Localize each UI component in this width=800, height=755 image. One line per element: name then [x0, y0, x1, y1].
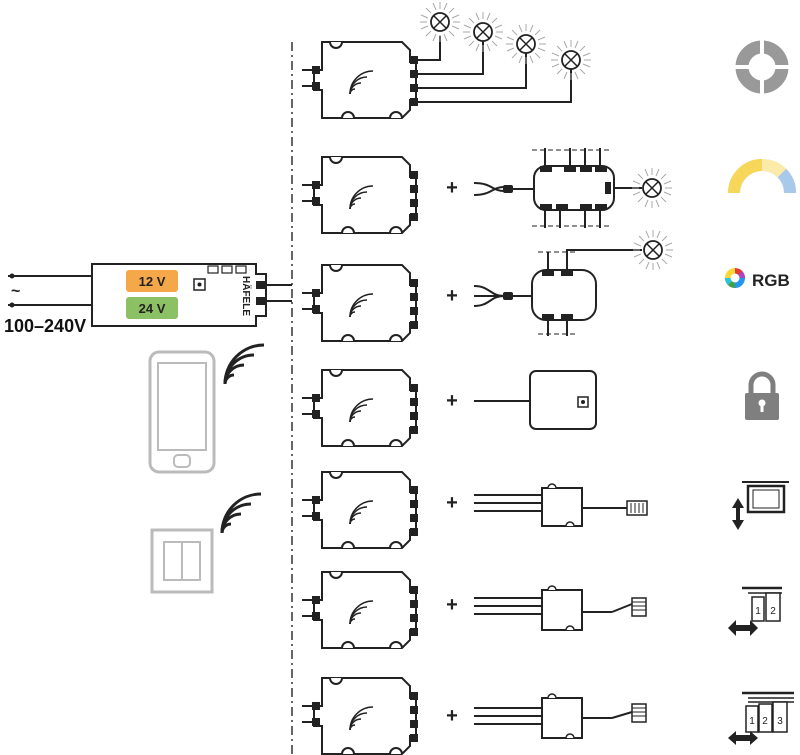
three-sliding-doors-icon: 1 2 3: [728, 691, 794, 745]
lamp-icon: [631, 167, 673, 209]
tv-lift-adapter: [474, 483, 648, 527]
lock-module-box: [529, 370, 597, 430]
power-supply: ~ 12 V 24 V HÄFELE 100–240V: [4, 263, 292, 336]
voltage-label-12v: 12 V: [139, 274, 166, 289]
rgb-distributor-box: [531, 249, 642, 336]
two-sliding-doors-icon: 1 2: [728, 586, 782, 636]
receiver-module: [301, 156, 419, 234]
white-light-icon: [734, 39, 790, 95]
three-panel-adapter: [474, 693, 647, 739]
phone-wireless-waves: [223, 343, 265, 385]
three-way-splitter-cable: [473, 285, 532, 307]
lamp-icon: [632, 229, 674, 271]
lock-icon: [745, 371, 779, 420]
input-voltage-label: 100–240V: [4, 316, 86, 336]
lamp-icon: [505, 23, 547, 65]
voltage-badge-24v: [126, 297, 178, 319]
wall-switch-icon: [150, 528, 214, 594]
distributor-box: [532, 148, 642, 228]
receiver-module: [301, 41, 419, 119]
receiver-module: [301, 471, 419, 549]
plus-sign: +: [446, 285, 458, 307]
door-number: 3: [777, 716, 783, 727]
voltage-badge-12v: [126, 270, 178, 292]
receiver-module: [301, 571, 419, 649]
rgb-color-wheel-icon: [725, 268, 745, 288]
voltage-label-24v: 24 V: [139, 301, 166, 316]
row-2: +: [301, 148, 796, 234]
row-7: + 1 2 3: [301, 677, 794, 755]
receiver-module: [301, 369, 419, 447]
lamp-icon: [462, 11, 504, 53]
row-6: + 1 2: [301, 571, 782, 649]
lamp-icon: [419, 1, 461, 43]
tv-lift-icon: [732, 481, 789, 530]
row-4: +: [301, 369, 779, 447]
plus-sign: +: [446, 390, 458, 412]
rgb-label: RGB: [752, 271, 790, 290]
row-3: +: [301, 229, 790, 342]
ac-symbol: ~: [11, 283, 20, 300]
door-number: 1: [755, 606, 761, 617]
door-number: 2: [770, 606, 776, 617]
brand-label: HÄFELE: [240, 276, 253, 316]
receiver-module: [301, 264, 419, 342]
door-number: 1: [749, 716, 755, 727]
switch-wireless-waves: [220, 492, 262, 534]
two-panel-adapter: [474, 585, 647, 631]
plus-sign: +: [446, 492, 458, 514]
tunable-white-icon: [728, 159, 796, 194]
row-1: [301, 1, 790, 119]
plus-sign: +: [446, 705, 458, 727]
receiver-module: [301, 677, 419, 755]
row-5: +: [301, 471, 789, 549]
plus-sign: +: [446, 594, 458, 616]
plus-sign: +: [446, 177, 458, 199]
y-splitter-cable: [473, 182, 535, 196]
smartphone-icon: [148, 350, 216, 474]
lamp-wires: [418, 36, 572, 103]
lamp-icon: [550, 39, 592, 81]
door-number: 2: [762, 716, 768, 727]
